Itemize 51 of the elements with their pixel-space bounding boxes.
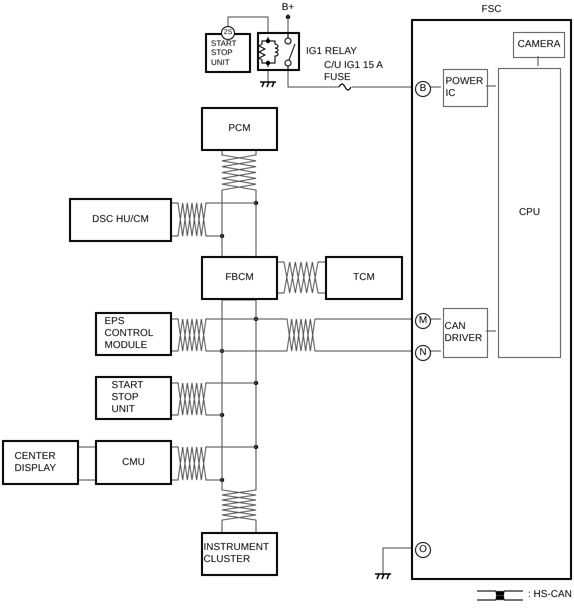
terminal-label: N bbox=[419, 347, 427, 359]
wire bbox=[288, 70, 414, 88]
module-box bbox=[69, 198, 172, 242]
module-label: START STOP UNIT bbox=[211, 38, 238, 68]
module-label: POWER IC bbox=[446, 76, 484, 100]
module-label: START STOP UNIT bbox=[112, 380, 144, 416]
module-label: CAMERA bbox=[518, 39, 560, 51]
module-label: CENTER DISPLAY bbox=[14, 450, 57, 474]
wire bbox=[428, 318, 442, 320]
terminal-circle bbox=[415, 345, 431, 361]
wire bbox=[428, 86, 442, 88]
module-box bbox=[443, 69, 488, 107]
module-box bbox=[325, 256, 403, 300]
module-label: DSC HU/CM bbox=[92, 214, 149, 226]
legend-label: : HS-CAN bbox=[528, 589, 572, 600]
module-label: EPS CONTROL MODULE bbox=[104, 316, 154, 352]
module-box bbox=[95, 312, 172, 356]
module-label: PCM bbox=[228, 123, 251, 135]
module-label: CAN DRIVER bbox=[444, 321, 484, 345]
terminal-label: M bbox=[418, 315, 428, 327]
wire bbox=[428, 350, 442, 352]
unit-title: FSC bbox=[480, 4, 502, 16]
module-label: FBCM bbox=[225, 272, 254, 284]
terminal-label: B bbox=[420, 83, 426, 95]
terminal-circle bbox=[415, 542, 431, 558]
fuse-label: C/U IG1 15 A FUSE bbox=[324, 60, 384, 84]
module-label: INSTRUMENT CLUSTER bbox=[204, 542, 270, 566]
module-box bbox=[201, 107, 278, 151]
module-label: B+ bbox=[282, 2, 294, 14]
module-box bbox=[95, 376, 172, 420]
wire bbox=[228, 16, 268, 32]
wire bbox=[278, 262, 326, 294]
module-box bbox=[201, 532, 278, 576]
module-box bbox=[2, 440, 79, 485]
module-label: CPU bbox=[518, 207, 540, 219]
module-label: TCM bbox=[353, 272, 375, 284]
terminal-circle bbox=[415, 81, 431, 97]
module-box bbox=[201, 256, 278, 300]
terminal-label: O bbox=[419, 544, 427, 556]
terminal-circle bbox=[221, 26, 235, 40]
terminal-circle bbox=[415, 313, 431, 329]
module-box bbox=[95, 440, 172, 485]
module-box bbox=[498, 68, 561, 358]
module-box bbox=[513, 32, 565, 58]
module-label: CMU bbox=[122, 456, 145, 468]
wire bbox=[382, 548, 414, 574]
wire bbox=[172, 300, 256, 480]
wire bbox=[78, 446, 96, 480]
wire bbox=[486, 330, 496, 332]
module-box bbox=[443, 308, 488, 358]
relay-label: IG1 RELAY bbox=[306, 46, 357, 57]
